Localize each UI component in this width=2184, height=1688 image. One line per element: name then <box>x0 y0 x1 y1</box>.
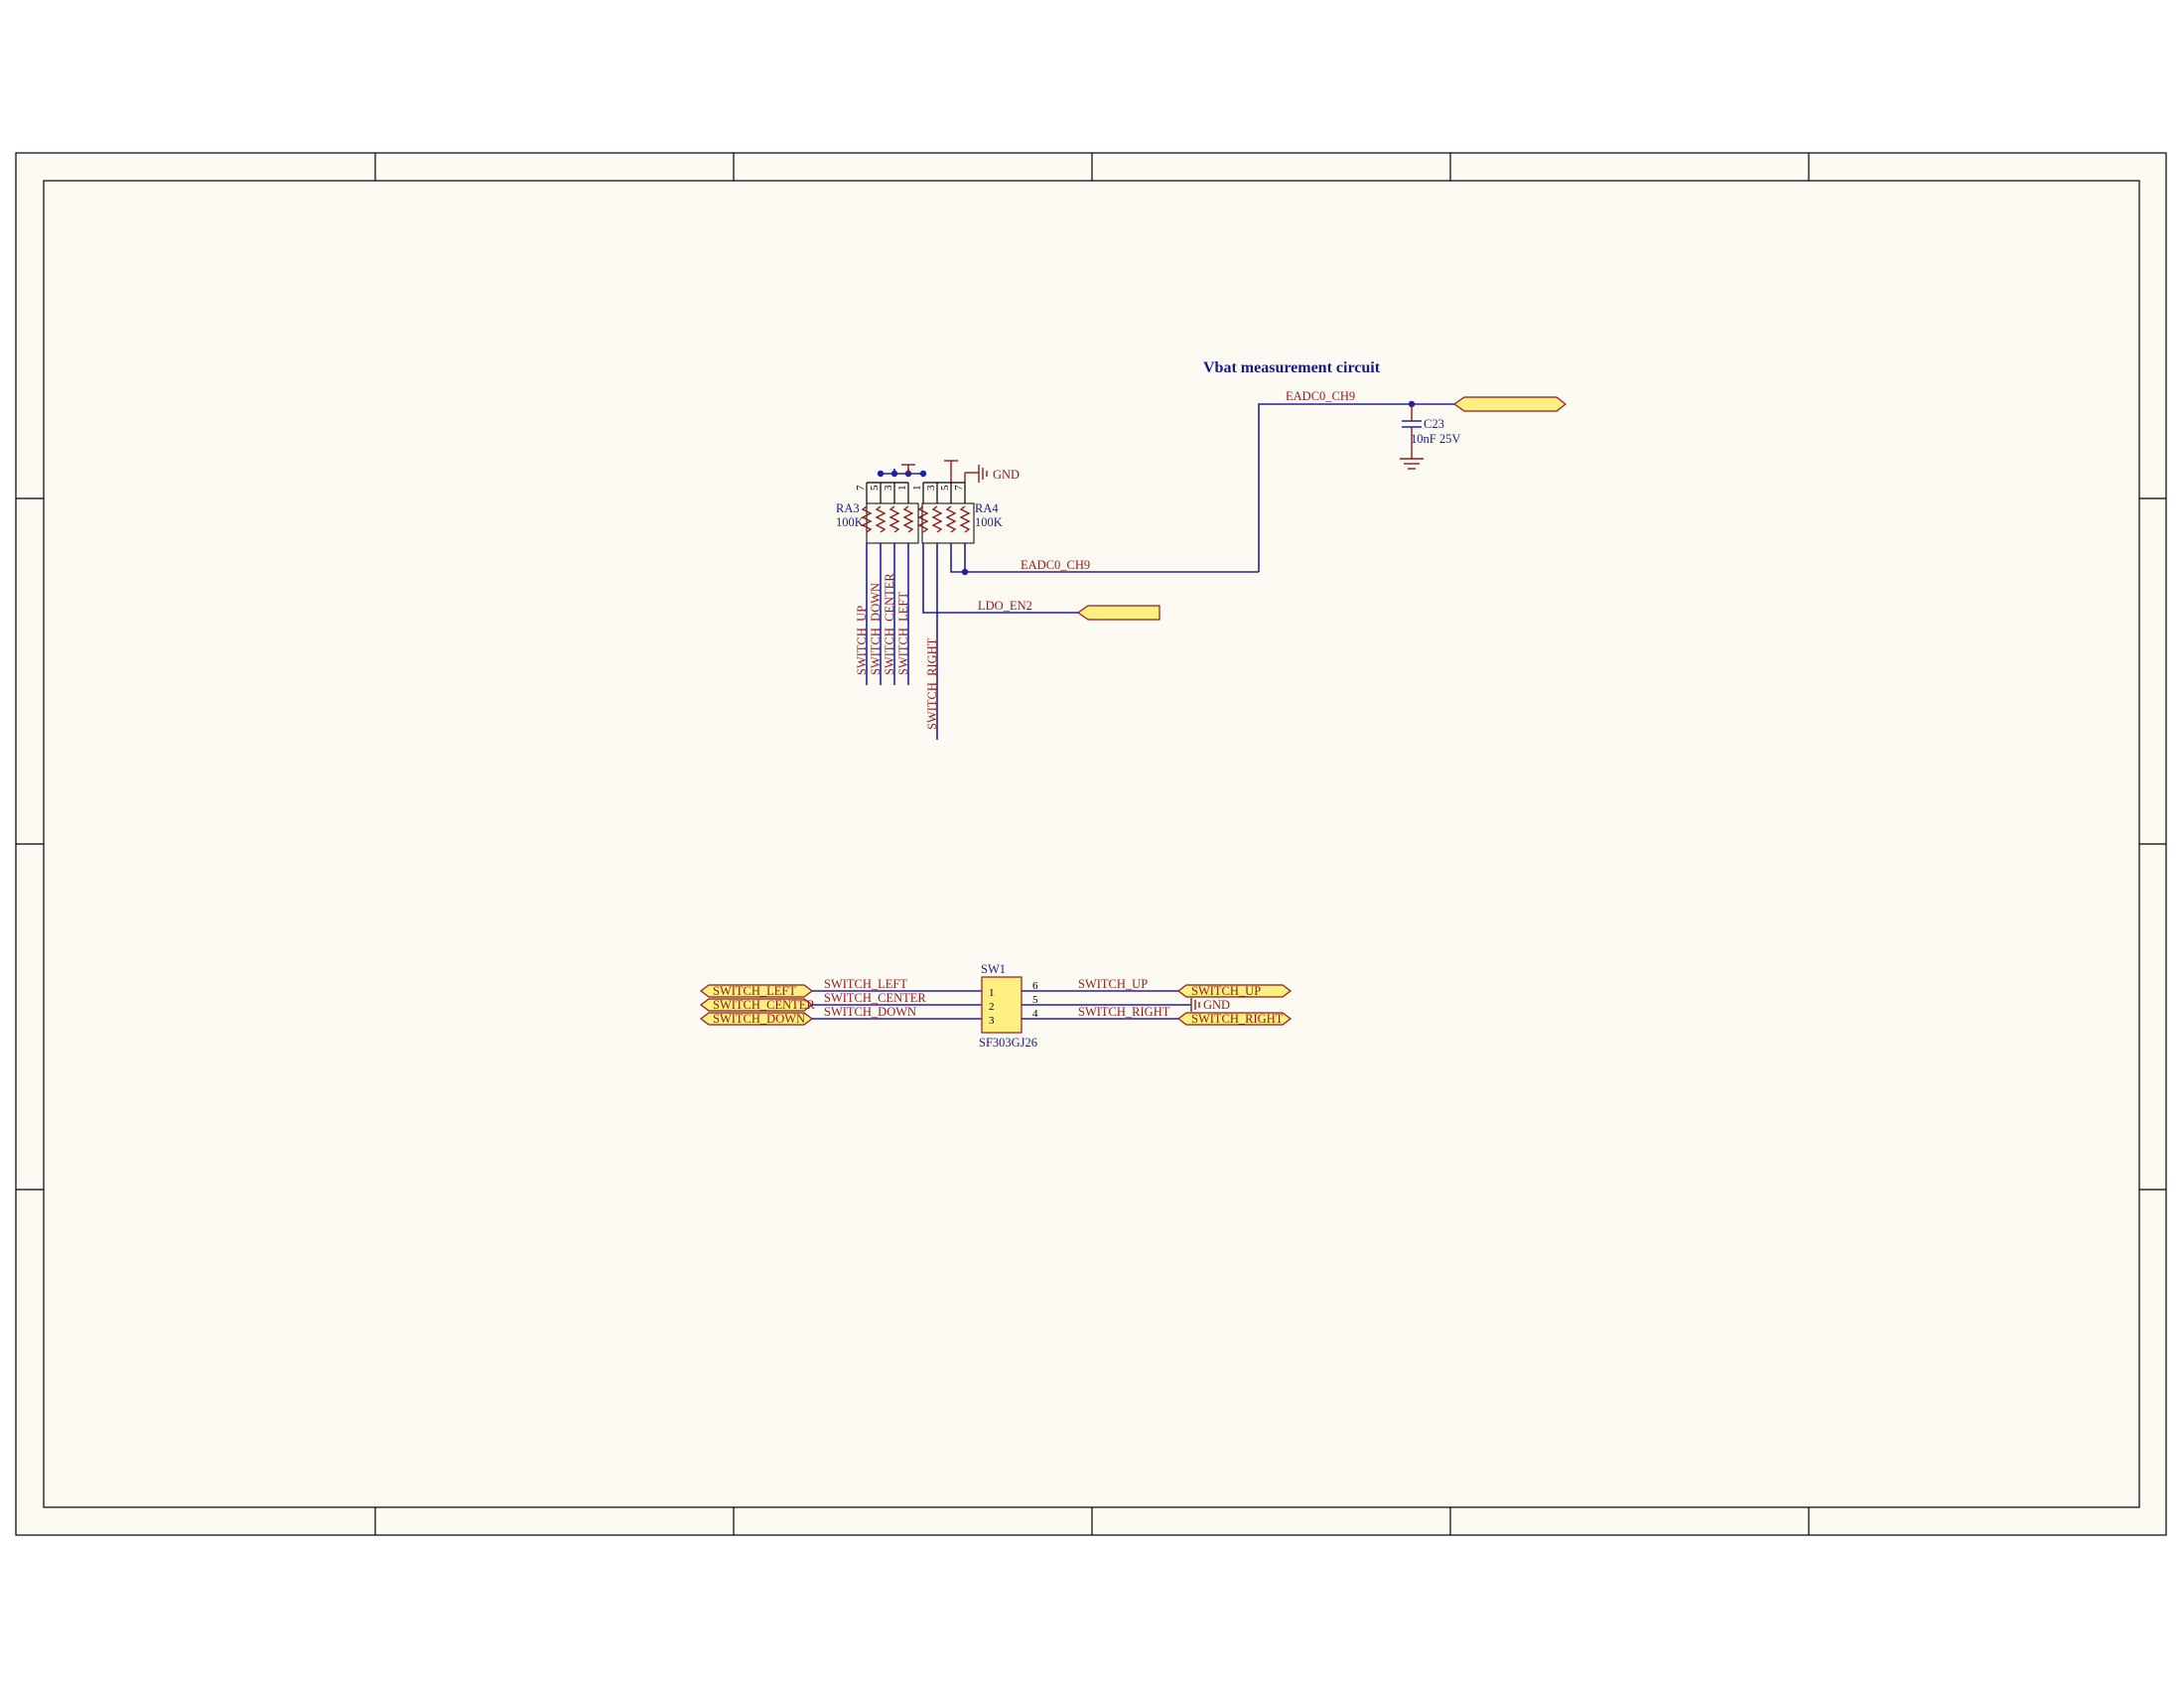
resistor-array-ra4[interactable]: 1 3 5 7 RA4 100K <box>911 482 1003 544</box>
circuit-title: Vbat measurement circuit <box>1203 359 1381 376</box>
svg-text:1: 1 <box>989 987 995 999</box>
capacitor-c23[interactable]: C23 10nF 25V <box>1400 404 1460 470</box>
svg-text:2: 2 <box>989 1001 995 1013</box>
port-switch-center[interactable]: SWITCH_CENTER <box>700 998 815 1012</box>
net-label-eadc-top: EADC0_CH9 <box>1286 389 1355 403</box>
c23-value: 10nF 25V <box>1411 432 1460 446</box>
svg-text:SWITCH_LEFT: SWITCH_LEFT <box>713 984 796 998</box>
svg-text:3: 3 <box>883 485 894 491</box>
svg-text:5: 5 <box>869 485 881 491</box>
ra4-value: 100K <box>975 515 1003 529</box>
port-eadc[interactable] <box>1452 396 1567 412</box>
svg-text:4: 4 <box>1032 1008 1038 1020</box>
gnd-label-top: GND <box>993 468 1020 482</box>
svg-text:SWITCH_DOWN: SWITCH_DOWN <box>713 1012 805 1026</box>
sheet-border <box>15 152 2167 1536</box>
ldo-en-wire <box>922 543 1078 614</box>
port-switch-down[interactable]: SWITCH_DOWN <box>700 1012 813 1026</box>
port-ldo-en[interactable] <box>1076 605 1160 621</box>
ra4-ref: RA4 <box>975 501 999 515</box>
net-label-switch-left: SWITCH_LEFT <box>896 592 910 675</box>
net-label-sw-down: SWITCH_DOWN <box>824 1005 916 1019</box>
net-label-eadc-mid: EADC0_CH9 <box>1021 558 1090 572</box>
net-label-sw-left: SWITCH_LEFT <box>824 977 907 991</box>
svg-text:SWITCH_RIGHT: SWITCH_RIGHT <box>1191 1012 1284 1026</box>
ra3-ref: RA3 <box>836 501 860 515</box>
svg-text:1: 1 <box>911 486 923 492</box>
port-switch-right[interactable]: SWITCH_RIGHT <box>1177 1012 1292 1026</box>
c23-ref: C23 <box>1424 417 1444 431</box>
switch-sw1[interactable]: 1 2 3 6 5 4 SW1 SF303GJ26 <box>979 962 1038 1050</box>
switch-circuit: SWITCH_LEFT SWITCH_CENTER SWITCH_DOWN SW… <box>700 962 1292 1050</box>
svg-text:5: 5 <box>939 485 951 491</box>
gnd-label-switch: GND <box>1203 998 1230 1012</box>
svg-text:7: 7 <box>855 485 867 491</box>
net-label-sw-up: SWITCH_UP <box>1078 977 1148 991</box>
net-label-ldo-en2: LDO_EN2 <box>978 599 1032 613</box>
svg-text:5: 5 <box>1032 994 1038 1006</box>
eadc-wire-top <box>1258 403 1454 572</box>
svg-text:1: 1 <box>896 486 908 492</box>
port-switch-up[interactable]: SWITCH_UP <box>1177 984 1292 998</box>
net-label-switch-up: SWITCH_UP <box>855 606 869 675</box>
ra3-value: 100K <box>836 515 864 529</box>
net-label-switch-right: SWITCH_RIGHT <box>925 637 939 730</box>
net-label-switch-down: SWITCH_DOWN <box>869 583 883 675</box>
sw1-value: SF303GJ26 <box>979 1036 1037 1050</box>
svg-text:3: 3 <box>925 485 937 491</box>
sw1-ref: SW1 <box>981 962 1006 976</box>
svg-text:SWITCH_CENTER: SWITCH_CENTER <box>713 998 815 1012</box>
port-switch-left[interactable]: SWITCH_LEFT <box>700 984 813 998</box>
net-label-sw-center: SWITCH_CENTER <box>824 991 926 1005</box>
svg-text:3: 3 <box>989 1015 995 1027</box>
svg-text:6: 6 <box>1032 980 1038 992</box>
svg-text:7: 7 <box>953 485 965 491</box>
svg-text:SWITCH_UP: SWITCH_UP <box>1191 984 1261 998</box>
net-label-sw-right: SWITCH_RIGHT <box>1078 1005 1170 1019</box>
resistor-array-ra3[interactable]: 7 5 3 1 RA3 100K <box>836 482 919 544</box>
resistor-arrays: GND 7 5 3 1 RA3 100K <box>836 460 1259 740</box>
net-label-switch-center: SWITCH_CENTER <box>883 573 896 675</box>
vbat-measurement-circuit: EADC0_CH9 C23 10nF 25V <box>1258 389 1567 572</box>
